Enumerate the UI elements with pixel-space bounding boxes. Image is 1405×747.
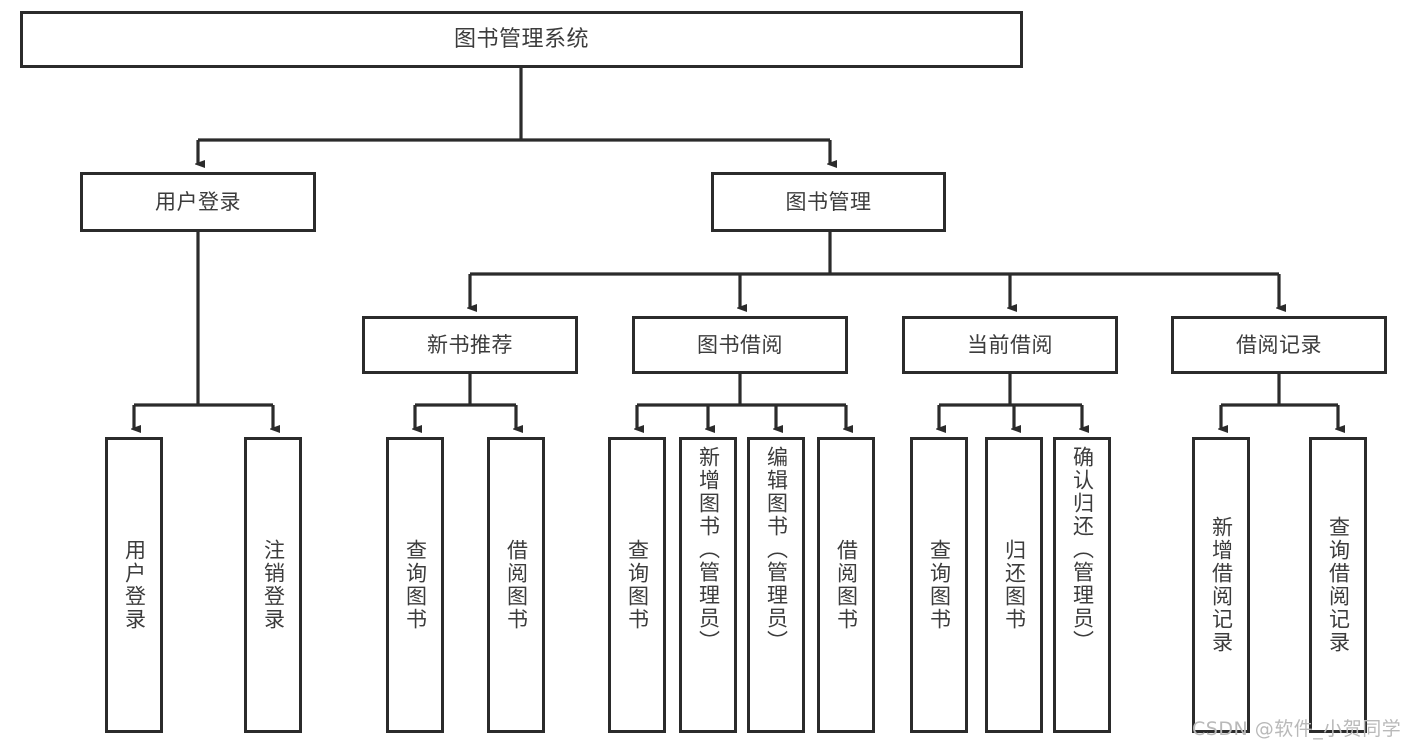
node-leaf-borrow-book-label: 借阅图书 — [834, 539, 859, 631]
node-leaf-query-book-recommend[interactable]: 查询图书 — [386, 437, 444, 733]
node-leaf-borrow-book-recommend[interactable]: 借阅图书 — [487, 437, 545, 733]
node-leaf-add-book-admin-label: 新增图书（管理员） — [696, 446, 721, 653]
node-root[interactable]: 图书管理系统 — [20, 11, 1023, 68]
node-leaf-borrow-book-recommend-label: 借阅图书 — [504, 539, 529, 631]
node-book-borrow-label: 图书借阅 — [697, 332, 783, 357]
node-leaf-edit-book-admin[interactable]: 编辑图书（管理员） — [747, 437, 805, 733]
node-leaf-query-book-borrow[interactable]: 查询图书 — [608, 437, 666, 733]
node-current-borrow[interactable]: 当前借阅 — [902, 316, 1118, 374]
node-leaf-user-login-label: 用户登录 — [122, 539, 147, 631]
node-leaf-query-book-current[interactable]: 查询图书 — [910, 437, 968, 733]
node-book-borrow[interactable]: 图书借阅 — [632, 316, 848, 374]
node-borrow-record-label: 借阅记录 — [1236, 332, 1322, 357]
node-leaf-return-book[interactable]: 归还图书 — [985, 437, 1043, 733]
node-leaf-query-book-borrow-label: 查询图书 — [625, 539, 650, 631]
node-leaf-add-book-admin[interactable]: 新增图书（管理员） — [679, 437, 737, 733]
node-leaf-confirm-return-admin[interactable]: 确认归还（管理员） — [1053, 437, 1111, 733]
node-leaf-add-borrow-record[interactable]: 新增借阅记录 — [1192, 437, 1250, 733]
node-leaf-add-borrow-record-label: 新增借阅记录 — [1209, 516, 1234, 654]
node-new-book-recommend[interactable]: 新书推荐 — [362, 316, 578, 374]
node-user-login-label: 用户登录 — [155, 189, 241, 214]
node-borrow-record[interactable]: 借阅记录 — [1171, 316, 1387, 374]
node-book-management[interactable]: 图书管理 — [711, 172, 946, 232]
node-book-management-label: 图书管理 — [785, 189, 872, 214]
node-leaf-user-logout-label: 注销登录 — [261, 539, 286, 631]
node-user-login[interactable]: 用户登录 — [80, 172, 316, 232]
node-current-borrow-label: 当前借阅 — [967, 332, 1053, 357]
node-leaf-query-book-current-label: 查询图书 — [927, 539, 952, 631]
node-leaf-query-borrow-record-label: 查询借阅记录 — [1326, 516, 1351, 654]
node-leaf-return-book-label: 归还图书 — [1002, 539, 1027, 631]
node-leaf-confirm-return-admin-label: 确认归还（管理员） — [1070, 446, 1095, 653]
node-leaf-borrow-book[interactable]: 借阅图书 — [817, 437, 875, 733]
node-leaf-query-borrow-record[interactable]: 查询借阅记录 — [1309, 437, 1367, 733]
csdn-watermark: CSDN @软件_小贺同学 — [1192, 718, 1402, 740]
node-root-label: 图书管理系统 — [453, 26, 589, 52]
node-new-book-recommend-label: 新书推荐 — [427, 332, 513, 357]
node-leaf-user-login[interactable]: 用户登录 — [105, 437, 163, 733]
node-leaf-query-book-recommend-label: 查询图书 — [403, 539, 428, 631]
node-leaf-user-logout[interactable]: 注销登录 — [244, 437, 302, 733]
node-leaf-edit-book-admin-label: 编辑图书（管理员） — [764, 446, 789, 653]
